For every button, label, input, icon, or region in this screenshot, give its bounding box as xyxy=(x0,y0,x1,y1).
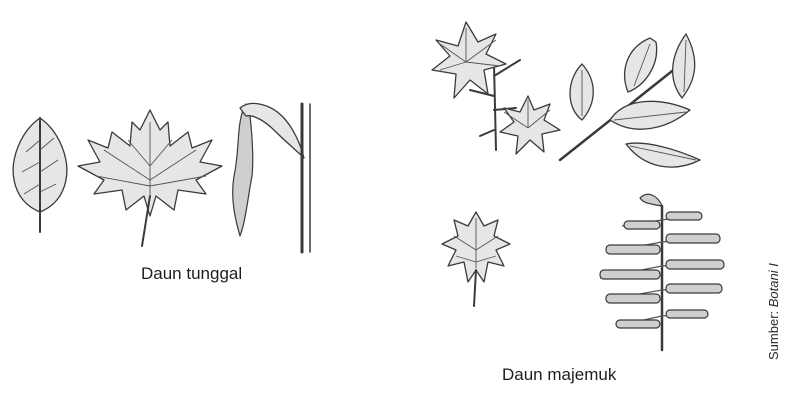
single-leaves-group xyxy=(0,0,330,260)
pinnate-compound-leaf-icon xyxy=(560,34,700,167)
source-credit: Sumber: Botani I xyxy=(757,160,777,360)
compound-leaves-group xyxy=(400,0,740,360)
small-compound-leaf-icon xyxy=(442,212,510,306)
single-leaf-caption: Daun tunggal xyxy=(141,264,242,284)
maple-leaf-icon xyxy=(78,110,222,246)
palmate-compound-leaf-icon xyxy=(432,22,560,154)
source-title: Botani I xyxy=(766,263,781,307)
bipinnate-compound-leaf-icon xyxy=(600,194,724,350)
compound-leaf-caption: Daun majemuk xyxy=(502,365,616,385)
source-label: Sumber: xyxy=(766,311,781,360)
grass-leaf-icon xyxy=(233,103,310,252)
oval-leaf-icon xyxy=(13,118,67,232)
